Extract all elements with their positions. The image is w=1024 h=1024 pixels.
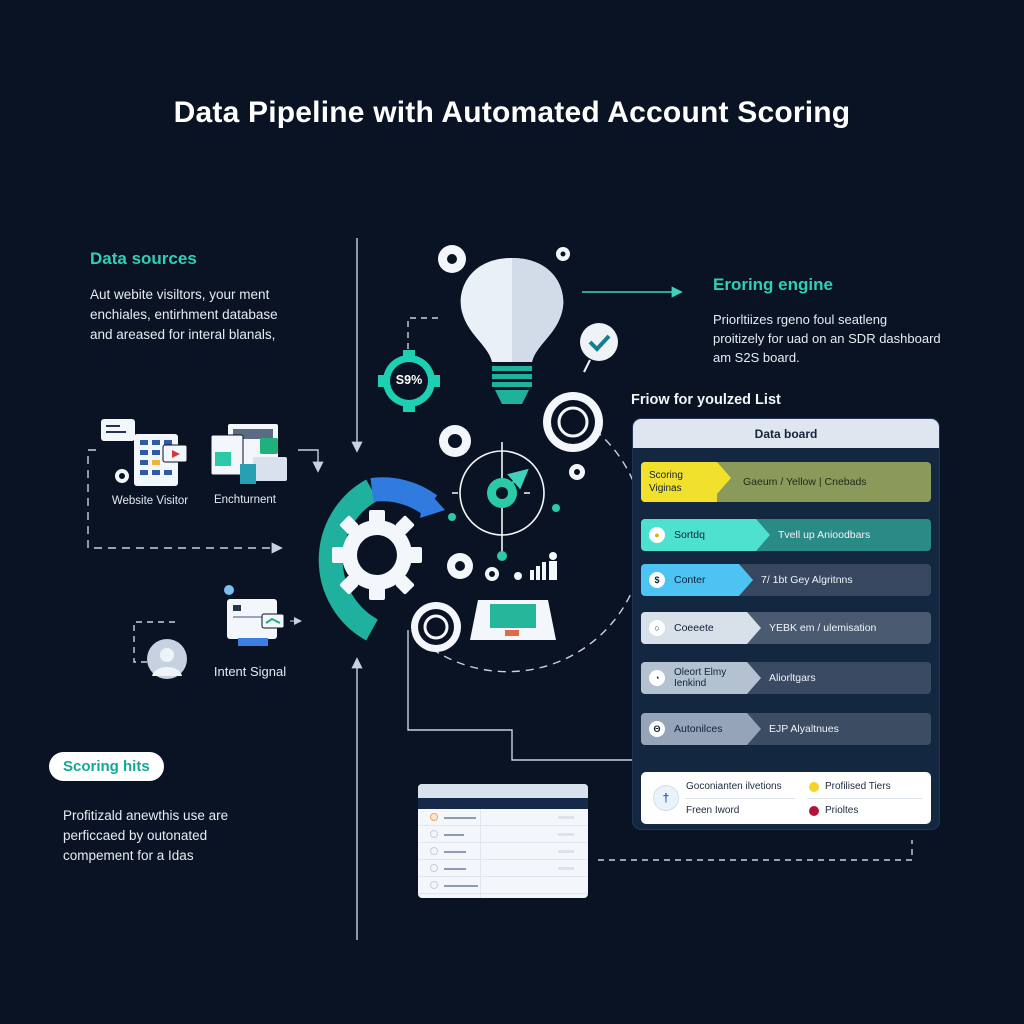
website-visitor-icon bbox=[101, 419, 188, 486]
row-value: Aliorltgars bbox=[769, 672, 816, 684]
description-line: compement for a Idas bbox=[63, 848, 194, 863]
enrichment-icon bbox=[210, 424, 287, 484]
page-title: Data Pipeline with Automated Account Sco… bbox=[173, 96, 851, 129]
gear-icon-large bbox=[332, 510, 422, 600]
row-tag: ◔ Oleort Elmy Ienkind bbox=[641, 662, 761, 694]
description-line: enchiales, entirhment database bbox=[90, 307, 278, 322]
description-line: and areased for interal blanals, bbox=[90, 327, 276, 342]
table-row bbox=[418, 809, 588, 826]
row-icon: ● bbox=[649, 527, 665, 543]
row-tag-label: Autonilces bbox=[674, 723, 723, 735]
row-tag: $ Conter bbox=[641, 564, 753, 596]
table-row bbox=[418, 877, 588, 894]
progress-arc bbox=[318, 477, 445, 641]
row-tag-label: Oleort Elmy Ienkind bbox=[674, 667, 727, 689]
row-tag: ○ Coeeete bbox=[641, 612, 761, 644]
scoring-hits-pill: Scoring hits bbox=[49, 752, 164, 781]
enrichment-label: Enchturnent bbox=[213, 494, 276, 506]
legend-item: Goconianten ilvetions bbox=[686, 781, 782, 792]
percentage-gear-icon bbox=[378, 350, 440, 412]
data-sources-description: Aut webite visiltors, your ment enchiale… bbox=[90, 285, 350, 345]
row-tag: Scoring Viginas bbox=[641, 462, 731, 502]
board-row[interactable]: ◔ Oleort Elmy Ienkind Aliorltgars bbox=[641, 662, 931, 694]
score-percentage: S9% bbox=[395, 373, 423, 387]
table-row bbox=[418, 843, 588, 860]
row-tag: Θ Autonilces bbox=[641, 713, 761, 745]
gear-icon-ring bbox=[411, 392, 603, 652]
legend-red-dot bbox=[809, 806, 819, 816]
description-line: Aut webite visiltors, your ment bbox=[90, 287, 270, 302]
website-visitor-label: Website Visitor bbox=[111, 495, 189, 507]
bar-chart-person-icon bbox=[530, 552, 557, 580]
legend-divider bbox=[807, 798, 922, 799]
legend: † Goconianten ilvetions Freen Iword Prof… bbox=[641, 772, 931, 824]
row-value: YEBK em / ulemisation bbox=[769, 622, 877, 634]
row-value: 7/ 1bt Gey Algritnns bbox=[761, 574, 853, 586]
description-line: am S2S board. bbox=[713, 350, 800, 365]
legend-yellow-dot bbox=[809, 782, 819, 792]
scoring-engine-heading: Eroring engine bbox=[713, 275, 833, 294]
row-icon: ◔ bbox=[649, 670, 665, 686]
table-row bbox=[418, 860, 588, 877]
scoring-hits-description: Profitizald anewthis use are perficcaed … bbox=[63, 806, 293, 866]
description-line: Profitizald anewthis use are bbox=[63, 808, 229, 823]
board-row[interactable]: Scoring Viginas Gaeum / Yellow | Cnebads bbox=[641, 462, 931, 502]
data-board-panel: Data board Scoring Viginas Gaeum / Yello… bbox=[633, 419, 939, 829]
row-value: Tvell up Anioodbars bbox=[778, 529, 871, 541]
row-value: Gaeum / Yellow | Cnebads bbox=[743, 476, 867, 488]
row-tag-label: Sortdq bbox=[674, 529, 705, 541]
table-row bbox=[418, 826, 588, 843]
window-toolbar bbox=[418, 798, 588, 809]
row-icon: $ bbox=[649, 572, 665, 588]
lightbulb-icon bbox=[460, 258, 564, 404]
row-icon: ○ bbox=[649, 620, 665, 636]
board-row[interactable]: $ Conter 7/ 1bt Gey Algritnns bbox=[641, 564, 931, 596]
row-tag: ● Sortdq bbox=[641, 519, 770, 551]
description-line: proitizely for uad on an SDR dashboard bbox=[713, 331, 941, 346]
description-line: Priorltiizes rgeno foul seatleng bbox=[713, 312, 888, 327]
legend-item: Freen Iword bbox=[686, 805, 740, 816]
intent-signal-label: Intent Signal bbox=[213, 664, 287, 679]
data-board-header: Data board bbox=[633, 419, 939, 448]
window-titlebar bbox=[418, 784, 588, 798]
mini-table-window bbox=[418, 784, 588, 898]
legend-item: Profilised Tiers bbox=[825, 781, 891, 792]
description-line: perficcaed by outonated bbox=[63, 828, 208, 843]
board-row[interactable]: ● Sortdq Tvell up Anioodbars bbox=[641, 519, 931, 551]
board-row[interactable]: ○ Coeeete YEBK em / ulemisation bbox=[641, 612, 931, 644]
intent-signal-icon bbox=[147, 585, 302, 679]
legend-divider bbox=[685, 798, 795, 799]
row-tag-label: Coeeete bbox=[674, 622, 714, 634]
checkmark-icon bbox=[580, 323, 618, 373]
board-row[interactable]: Θ Autonilces EJP Alyaltnues bbox=[641, 713, 931, 745]
list-panel-title: Friow for youlzed List bbox=[631, 392, 781, 408]
data-sources-heading: Data sources bbox=[90, 249, 197, 268]
gear-icon-small bbox=[438, 245, 585, 581]
row-tag-label: Conter bbox=[674, 574, 706, 586]
scoring-engine-description: Priorltiizes rgeno foul seatleng proitiz… bbox=[713, 310, 1003, 367]
legend-badge-icon: † bbox=[653, 785, 679, 811]
legend-item: Prioltes bbox=[825, 805, 859, 816]
row-icon: Θ bbox=[649, 721, 665, 737]
row-value: EJP Alyaltnues bbox=[769, 723, 839, 735]
laptop-icon bbox=[470, 600, 556, 640]
